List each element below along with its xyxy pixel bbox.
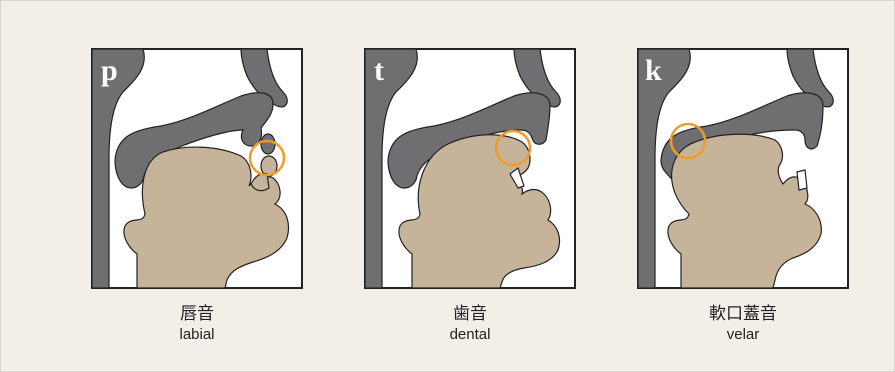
upper-lip	[261, 134, 275, 154]
panel-velar: k	[637, 48, 849, 289]
vocal-tract-labial: p	[91, 48, 303, 289]
label-ja: 唇音	[91, 303, 303, 325]
panel-letter: t	[374, 54, 384, 87]
lower-teeth	[797, 170, 807, 190]
caption-labial: 唇音 labial	[91, 303, 303, 345]
label-en: velar	[637, 325, 849, 345]
label-ja: 軟口蓋音	[637, 303, 849, 325]
vocal-tract-velar: k	[637, 48, 849, 289]
caption-velar: 軟口蓋音 velar	[637, 303, 849, 345]
label-en: labial	[91, 325, 303, 345]
caption-dental: 歯音 dental	[364, 303, 576, 345]
panel-labial: p	[91, 48, 303, 289]
panel-letter: p	[101, 54, 118, 87]
panel-letter: k	[645, 54, 662, 87]
panel-dental: t	[364, 48, 576, 289]
label-en: dental	[364, 325, 576, 345]
label-ja: 歯音	[364, 303, 576, 325]
vocal-tract-dental: t	[364, 48, 576, 289]
